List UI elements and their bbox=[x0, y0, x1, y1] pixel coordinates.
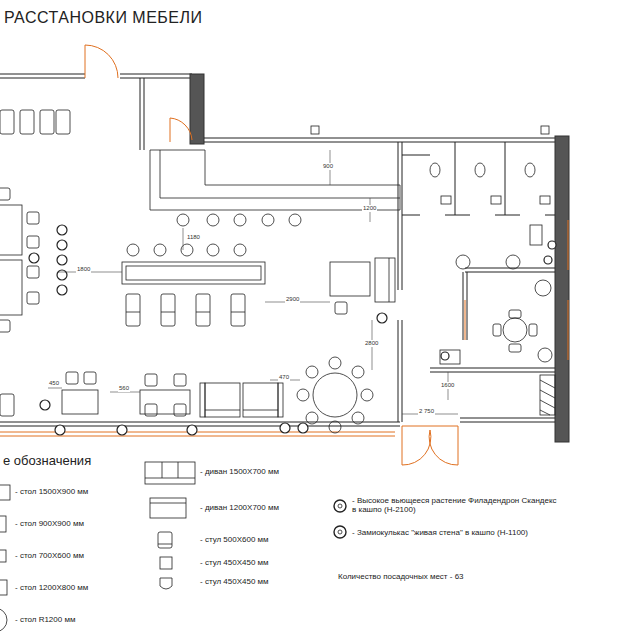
dimension-lines bbox=[48, 150, 458, 414]
legend-entry: - стол 700Х600 мм bbox=[15, 551, 84, 560]
legend-entry: - стул 450Х450 мм bbox=[200, 577, 269, 586]
legend-heading: е обозначения bbox=[3, 454, 91, 469]
legend-entry: - стол R1200 мм bbox=[15, 615, 75, 624]
dimension-value: 1180 bbox=[186, 234, 201, 241]
legend-entry: - стол 1200Х800 мм bbox=[15, 583, 88, 592]
dimension-value: 560 bbox=[118, 385, 130, 392]
doors-windows bbox=[0, 45, 568, 465]
left-zone bbox=[0, 110, 70, 332]
legend-entry: - диван 1200Х700 мм bbox=[200, 503, 279, 512]
dimension-value: 1200 bbox=[362, 205, 377, 212]
high-table bbox=[122, 244, 265, 326]
sofa-zone bbox=[330, 258, 395, 314]
dimension-value: 2800 bbox=[364, 340, 379, 347]
plan-title: РАССТАНОВКИ МЕБЕЛИ bbox=[4, 9, 203, 27]
wc-fixtures bbox=[311, 126, 550, 245]
bar-counter bbox=[150, 150, 400, 226]
bottom-zone bbox=[0, 357, 373, 433]
dimension-value: 1800 bbox=[76, 266, 91, 273]
legend-entry: - диван 1500Х700 мм bbox=[200, 467, 279, 476]
legend-entry: - Замиокулькас "живая стена" в кашпо (H-… bbox=[352, 528, 528, 537]
legend-symbols bbox=[0, 462, 346, 632]
dimension-value: 2900 bbox=[285, 296, 300, 303]
legend-entry: - стол 1500Х900 мм bbox=[15, 487, 88, 496]
legend-entry: - стул 450Х450 мм bbox=[200, 558, 269, 567]
dimension-value: 470 bbox=[278, 374, 290, 381]
dimension-value: 450 bbox=[48, 380, 60, 387]
walls bbox=[0, 74, 569, 442]
lobby bbox=[440, 255, 555, 415]
legend-entry: - стул 500Х600 мм bbox=[200, 535, 269, 544]
legend-entry: - Высокое вьющееся растение Филадендрон … bbox=[352, 496, 562, 514]
legend-entry: - стол 900Х900 мм bbox=[15, 519, 84, 528]
dimension-value: 900 bbox=[322, 163, 334, 170]
plants bbox=[29, 225, 556, 435]
dimension-value: 2 750 bbox=[418, 408, 435, 415]
dimension-value: 1600 bbox=[440, 382, 455, 389]
seat-count-note: Количество посадочных мест - 63 bbox=[338, 572, 464, 581]
